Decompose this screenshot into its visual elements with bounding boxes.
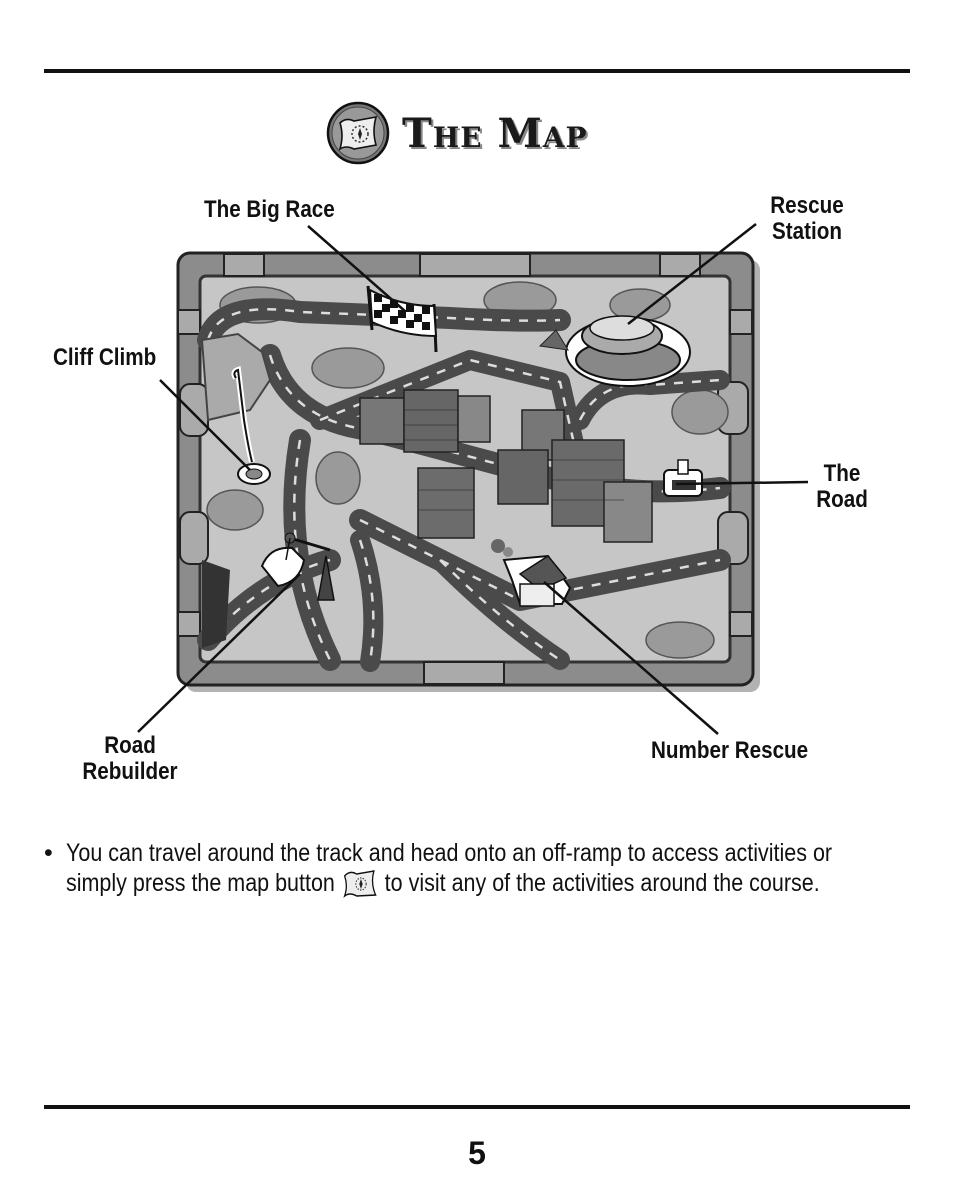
instruction-line2-end: to visit any of the activities around th… [384,869,820,897]
label-rescue-line1: Rescue [770,192,844,219]
label-road-rebuilder: Road Rebuilder [70,733,190,785]
number-rescue-house [491,539,572,607]
instruction-line1: You can travel around the track and head… [66,839,833,867]
big-race-flag [366,285,438,353]
map-button-icon [342,870,377,898]
rock-wall [202,560,230,648]
label-the-road: The Road [806,461,878,513]
label-road-line1: The [823,460,861,487]
road-rebuilder-crane [260,532,335,601]
instruction-line2-start: simply press the map button [66,869,335,897]
page-number: 5 [468,1135,486,1171]
label-rebuilder-line2: Rebuilder [82,758,178,785]
label-number-rescue: Number Rescue [651,737,809,764]
rescue-station [538,315,691,387]
top-rule [44,69,910,73]
bullet: • [44,839,53,867]
label-rebuilder-line1: Road [104,732,156,759]
section-title: The Map [326,100,588,166]
label-the-big-race: The Big Race [204,196,335,223]
label-cliff-climb: Cliff Climb [53,344,157,371]
city-buildings [359,389,653,543]
label-road-line2: Road [816,486,868,513]
callout-lines [137,223,809,735]
label-rescue-line2: Station [772,218,842,245]
page-title: The Map [402,109,588,157]
cliff-climb-marker [231,365,271,485]
bottom-rule [44,1105,910,1109]
instruction-text: You can travel around the track and head… [66,838,857,898]
label-rescue-station: Rescue Station [760,193,855,245]
map-icon [326,101,390,165]
